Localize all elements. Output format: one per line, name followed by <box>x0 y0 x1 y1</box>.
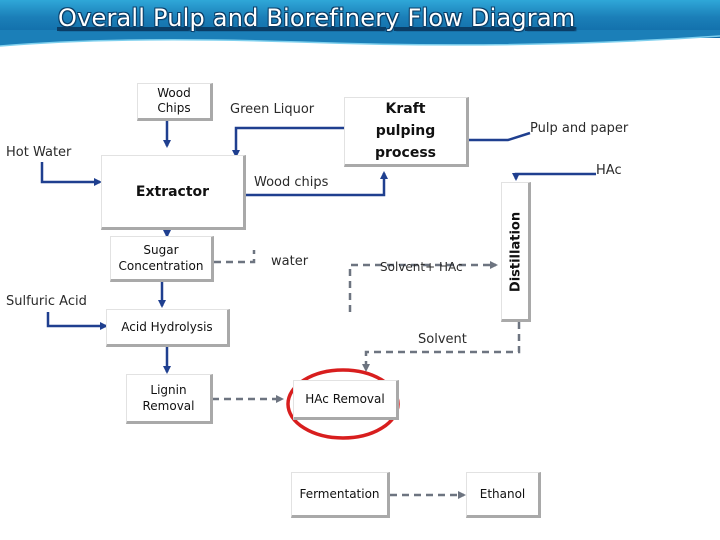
label-pulp-and-paper: Pulp and paper <box>530 121 629 136</box>
arrow-wood-chips-to-kraft <box>246 171 388 197</box>
wood-chips-text: Wood Chips <box>157 86 191 115</box>
sugar-concentration-box: Sugar Concentration <box>110 236 214 282</box>
arrow-hot-water <box>40 162 102 186</box>
wood-chips-box: Wood Chips <box>137 83 213 121</box>
hac-removal-text: HAc Removal <box>305 392 385 406</box>
acid-hydrolysis-box: Acid Hydrolysis <box>106 309 230 347</box>
distillation-text: Distillation <box>508 211 524 293</box>
kraft-pulping-box: Kraft pulping process <box>344 97 469 167</box>
page-title: Overall Pulp and Biorefinery Flow Diagra… <box>58 4 576 32</box>
arrow-hac <box>512 172 596 181</box>
label-solvent: Solvent <box>418 332 467 347</box>
fermentation-box: Fermentation <box>291 472 390 518</box>
distillation-box <box>501 182 531 322</box>
label-sulfuric-acid: Sulfuric Acid <box>6 294 87 309</box>
ethanol-text: Ethanol <box>479 487 526 501</box>
banner-swoosh <box>0 30 720 47</box>
extractor-box: Extractor <box>101 155 246 230</box>
kraft-pulping-text: Kraft pulping process <box>374 101 436 161</box>
acid-hydrolysis-text: Acid Hydrolysis <box>121 320 213 334</box>
label-green-liquor: Green Liquor <box>230 102 315 117</box>
fermentation-text: Fermentation <box>299 487 380 501</box>
arrow-solvent <box>362 322 521 372</box>
sugar-concentration-text: Sugar Concentration <box>118 243 204 273</box>
label-wood-chips-flow: Wood chips <box>254 175 329 190</box>
label-water: water <box>271 254 309 269</box>
arrow-water <box>214 250 256 264</box>
label-solvent-hac: Solvent+ HAc <box>380 260 463 274</box>
arrow-pulp-and-paper <box>469 131 531 142</box>
lignin-removal-text: Lignin Removal <box>142 383 195 413</box>
arrow-green-liquor <box>232 126 344 158</box>
arrow-sulfuric-acid <box>46 312 108 330</box>
arrow-solvent-hac <box>348 261 498 312</box>
label-hot-water: Hot Water <box>6 145 72 160</box>
ethanol-box: Ethanol <box>466 472 541 518</box>
label-hac: HAc <box>596 163 622 178</box>
extractor-text: Extractor <box>135 183 210 200</box>
lignin-removal-box: Lignin Removal <box>126 374 213 424</box>
hac-removal-box: HAc Removal <box>293 380 399 420</box>
